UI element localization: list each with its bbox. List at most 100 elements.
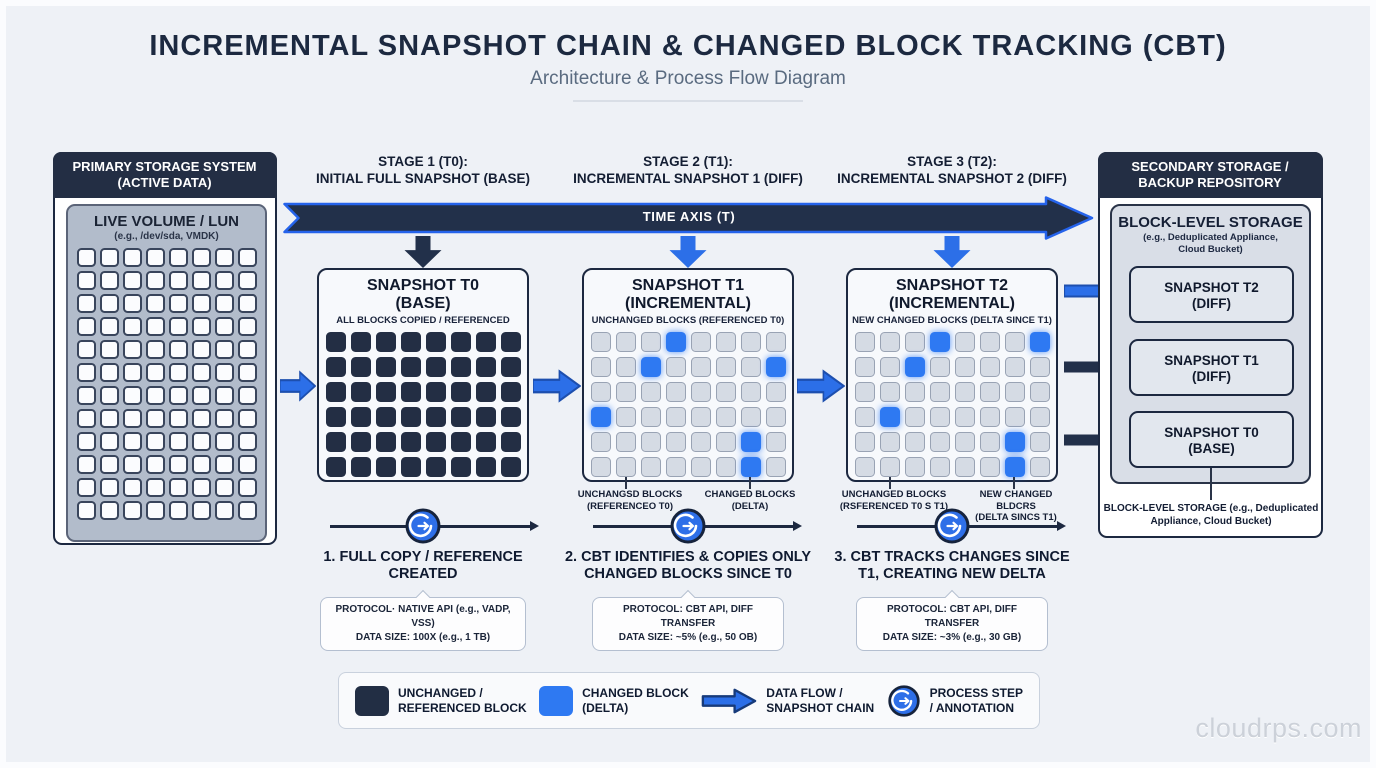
block-cell <box>214 478 234 497</box>
block-cell <box>1029 332 1050 353</box>
block-cell <box>715 432 736 453</box>
snapshot-t0-caption: ALL BLOCKS COPIED / REFERENCED <box>336 315 510 327</box>
block-cell <box>450 357 471 378</box>
block-cell <box>929 457 950 478</box>
block-cell <box>765 457 786 478</box>
block-cell <box>690 457 711 478</box>
block-cell <box>145 386 165 405</box>
live-volume-subtitle: (e.g., /dev/sda, VMDK) <box>114 231 219 242</box>
block-cell <box>76 432 96 451</box>
legend: UNCHANGED / REFERENCED BLOCK CHANGED BLO… <box>338 672 1040 729</box>
block-level-storage-panel: BLOCK-LEVEL STORAGE (e.g., Deduplicated … <box>1110 204 1311 484</box>
block-cell <box>690 382 711 403</box>
repo-snapshot-t2-box: SNAPSHOT T2 (DIFF) <box>1129 266 1294 323</box>
block-cell <box>400 382 421 403</box>
block-cell <box>854 357 875 378</box>
block-cell <box>122 501 142 520</box>
block-cell <box>400 332 421 353</box>
block-cell <box>500 357 521 378</box>
block-cell <box>168 294 188 313</box>
block-cell <box>350 407 371 428</box>
subtitle-divider <box>573 100 803 102</box>
block-cell <box>665 382 686 403</box>
block-cell <box>400 457 421 478</box>
block-cell <box>929 407 950 428</box>
block-cell <box>350 457 371 478</box>
block-cell <box>640 457 661 478</box>
block-cell <box>76 455 96 474</box>
block-cell <box>954 457 975 478</box>
annotation-tick <box>625 477 627 489</box>
block-cell <box>214 363 234 382</box>
annotation-tick <box>889 477 891 489</box>
block-cell <box>475 382 496 403</box>
block-level-storage-subtitle: (e.g., Deduplicated Appliance, Cloud Buc… <box>1143 232 1278 255</box>
block-cell <box>350 332 371 353</box>
data-flow-arrow-icon <box>701 688 757 713</box>
block-cell <box>191 340 211 359</box>
block-cell <box>122 294 142 313</box>
block-cell <box>168 455 188 474</box>
block-cell <box>214 386 234 405</box>
chain-arrow-primary-to-t0-icon <box>279 370 317 402</box>
block-cell <box>214 248 234 267</box>
block-cell <box>375 332 396 353</box>
block-cell <box>122 455 142 474</box>
block-cell <box>168 363 188 382</box>
legend-item-changed-block: CHANGED BLOCK (DELTA) <box>539 685 689 716</box>
block-cell <box>99 317 119 336</box>
block-cell <box>99 478 119 497</box>
block-cell <box>450 382 471 403</box>
block-cell <box>765 382 786 403</box>
time-axis-banner-shape <box>283 196 1094 240</box>
unchanged-block-swatch-icon <box>355 685 389 716</box>
block-cell <box>237 271 257 290</box>
stage2-protocol-bubble: PROTOCOL: CBT API, DIFF TRANSFER DATA SI… <box>592 597 784 651</box>
block-cell <box>979 382 1000 403</box>
block-cell <box>237 386 257 405</box>
block-cell <box>99 363 119 382</box>
block-cell <box>475 332 496 353</box>
block-level-storage-title: BLOCK-LEVEL STORAGE <box>1118 214 1303 231</box>
block-cell <box>122 432 142 451</box>
block-cell <box>145 248 165 267</box>
annotation-tick <box>1013 477 1015 489</box>
stage1-header: STAGE 1 (T0): INITIAL FULL SNAPSHOT (BAS… <box>315 154 530 186</box>
block-cell <box>475 407 496 428</box>
block-cell <box>450 407 471 428</box>
block-cell <box>145 271 165 290</box>
block-cell <box>191 455 211 474</box>
block-cell <box>350 382 371 403</box>
block-cell <box>350 432 371 453</box>
block-cell <box>590 382 611 403</box>
block-cell <box>690 332 711 353</box>
block-cell <box>665 457 686 478</box>
block-cell <box>191 432 211 451</box>
block-cell <box>590 432 611 453</box>
block-cell <box>590 357 611 378</box>
block-cell <box>765 407 786 428</box>
block-cell <box>145 455 165 474</box>
legend-item-process-step: PROCESS STEP / ANNOTATION <box>887 684 1023 718</box>
repo-caption: BLOCK-LEVEL STORAGE (e.g., Deduplicated … <box>1103 503 1319 527</box>
block-cell <box>665 332 686 353</box>
snapshot-t2-box: SNAPSHOT T2 (INCREMENTAL) NEW CHANGED BL… <box>846 268 1058 482</box>
process-step-icon <box>669 507 707 545</box>
chain-arrow-t1-to-t2-icon <box>796 369 846 403</box>
block-cell <box>1029 357 1050 378</box>
block-cell <box>400 432 421 453</box>
repo-caption-connector <box>1210 468 1212 500</box>
block-cell <box>740 407 761 428</box>
block-cell <box>191 317 211 336</box>
block-cell <box>1004 432 1025 453</box>
block-cell <box>145 294 165 313</box>
block-cell <box>76 248 96 267</box>
block-cell <box>929 432 950 453</box>
block-cell <box>904 357 925 378</box>
block-cell <box>665 432 686 453</box>
primary-storage-box: PRIMARY STORAGE SYSTEM (ACTIVE DATA) LIV… <box>52 151 277 545</box>
block-cell <box>122 317 142 336</box>
block-cell <box>615 357 636 378</box>
block-cell <box>640 357 661 378</box>
block-cell <box>854 332 875 353</box>
